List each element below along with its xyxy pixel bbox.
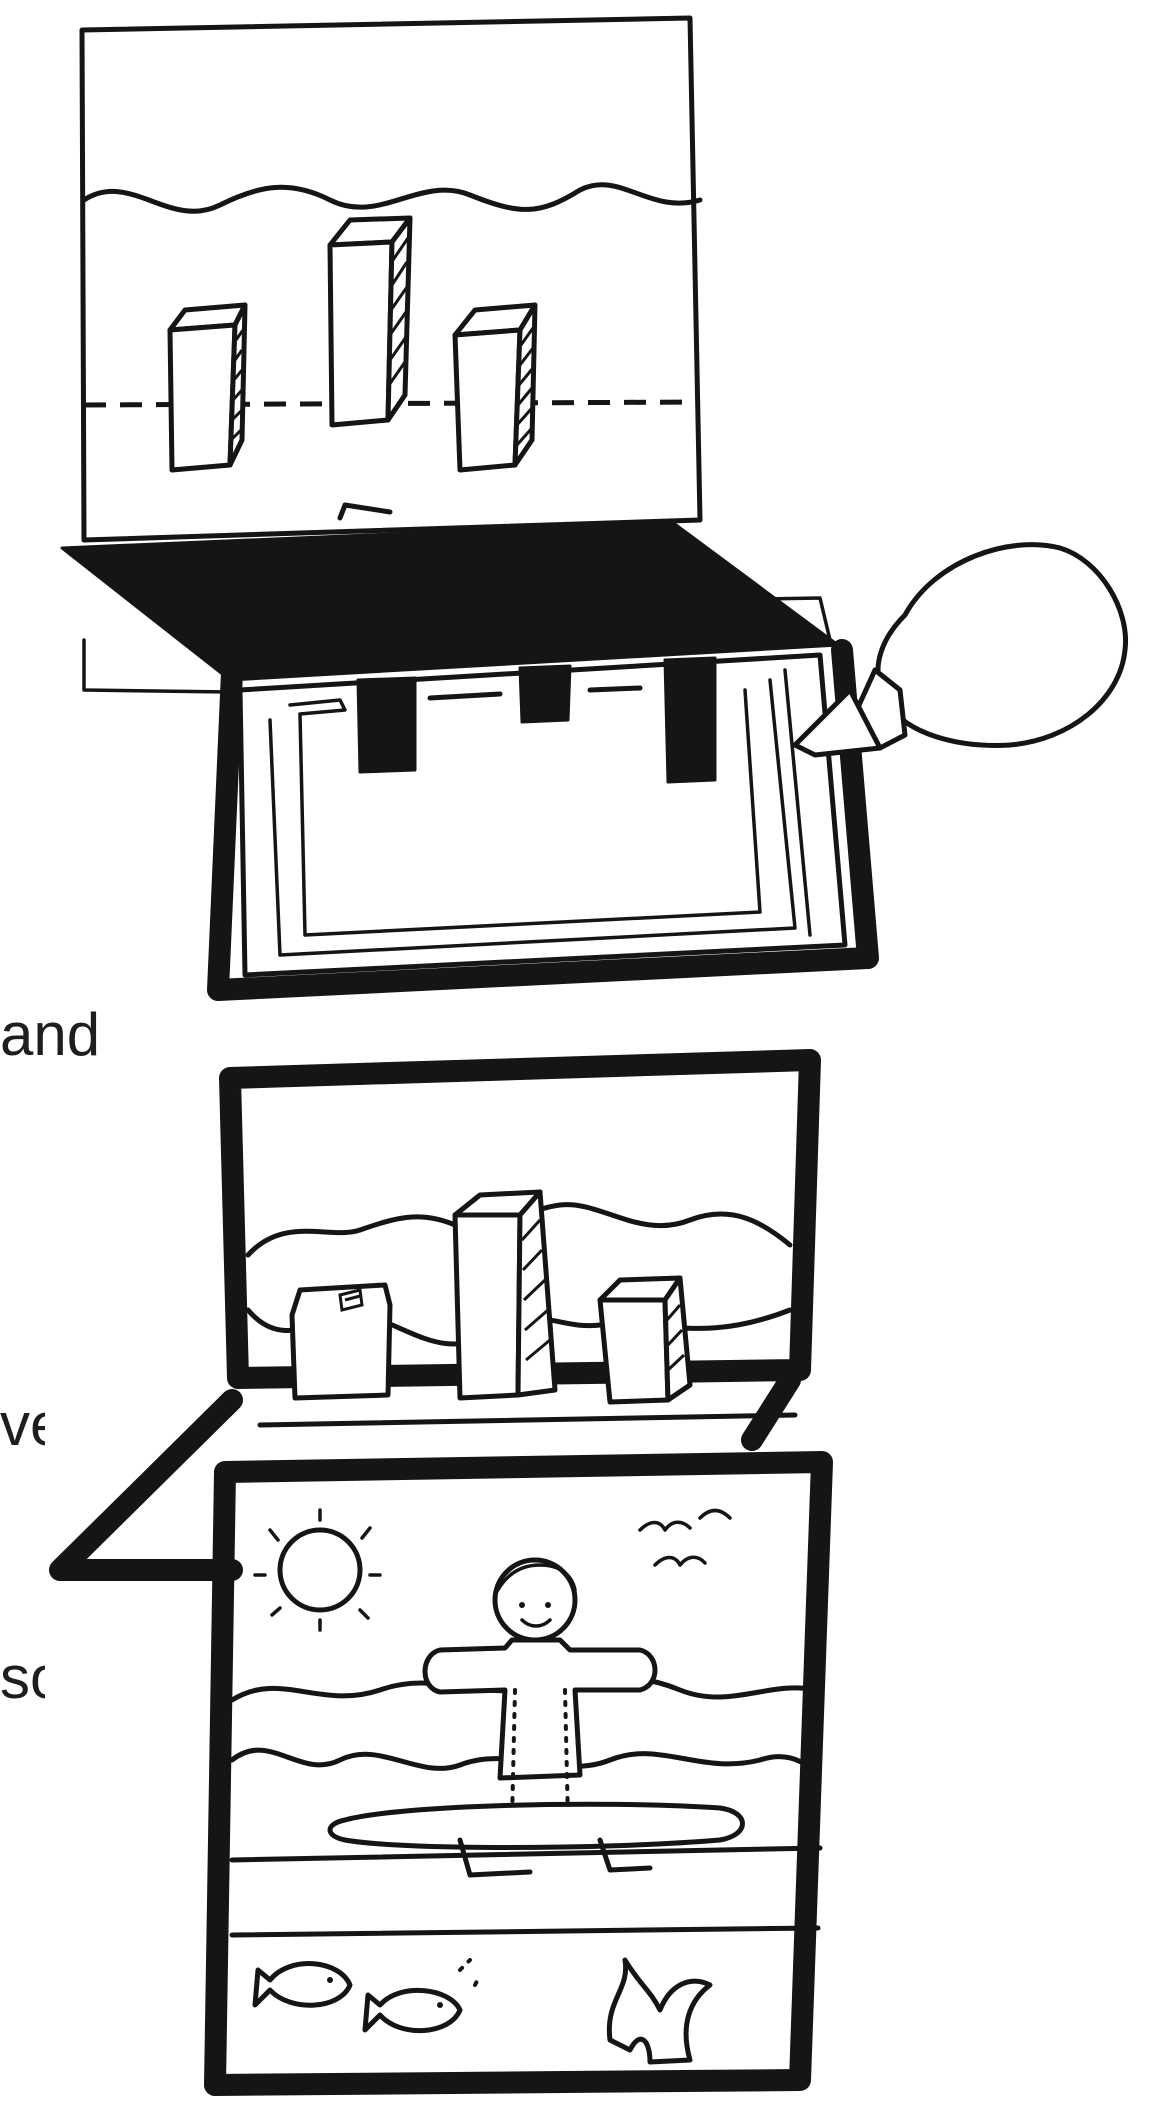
wave-block-right xyxy=(600,1278,690,1402)
sun-icon xyxy=(255,1510,380,1630)
surfer-figure xyxy=(330,1560,743,1875)
pop-up-block-left xyxy=(170,305,245,470)
pop-up-block-right xyxy=(455,305,535,470)
fish-icon xyxy=(255,1960,480,2031)
black-base-card xyxy=(62,522,868,990)
bottom-card xyxy=(215,1462,822,2085)
wave-block-left xyxy=(292,1285,390,1398)
cropped-text-fragment-2: ve xyxy=(0,1395,45,1455)
bird-icon xyxy=(640,1522,690,1530)
cropped-text-fragment-1: and xyxy=(0,1005,100,1065)
cropped-text-fragment-3: so xyxy=(0,1648,45,1708)
seaweed-icon xyxy=(609,1960,710,2062)
middle-card xyxy=(60,1060,810,1570)
pop-up-block-center xyxy=(330,218,410,425)
wave-block-center xyxy=(455,1192,555,1398)
